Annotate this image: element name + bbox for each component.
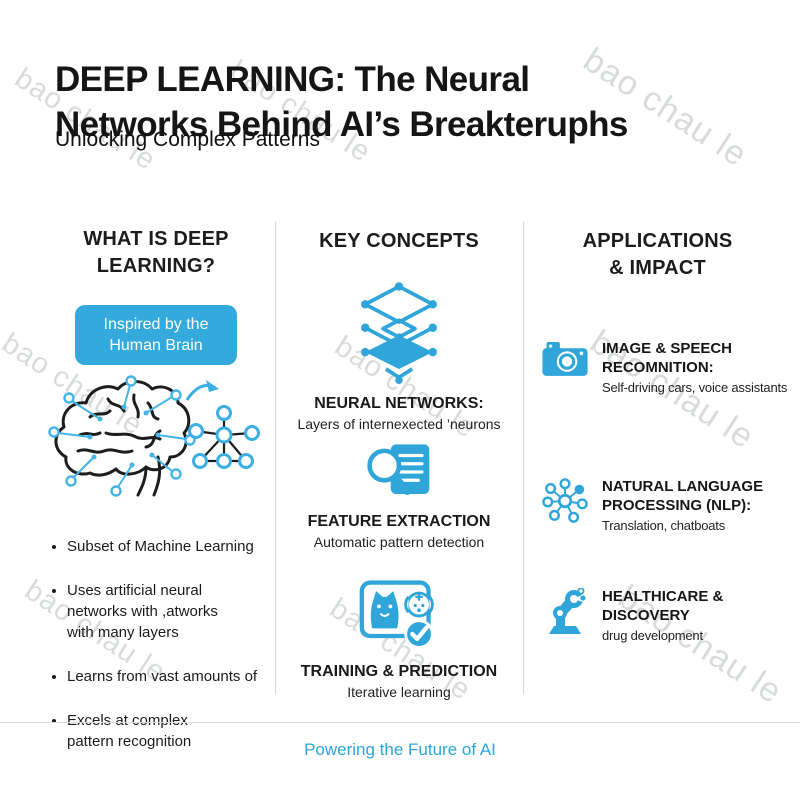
app-desc: Translation, chatboats	[602, 518, 726, 533]
concept-item: NEURAL NETWORKS: Layers of internexected…	[286, 255, 512, 432]
concept-item: TRAINING & PREDICTION Iterative learning	[286, 550, 512, 700]
concept-desc: Automatic pattern detection	[313, 534, 485, 550]
brain-network-illustration	[48, 375, 260, 497]
page-subtitle: Unlocking Complex Patterns	[55, 128, 320, 151]
bullet-item: Uses artificial neural networks with ,at…	[67, 580, 264, 643]
applications-heading: APPLICATIONS & IMPACT	[582, 230, 733, 279]
column-divider	[275, 222, 276, 694]
layers-icon	[361, 282, 437, 384]
concept-title: NEURAL NETWORKS:	[314, 395, 484, 412]
inspired-badge: Inspired by the Human Brain	[75, 305, 237, 365]
arrow-icon	[185, 380, 219, 401]
nlp-network-icon	[542, 478, 588, 523]
key-concepts-heading: KEY CONCEPTS	[319, 230, 479, 252]
app-desc: drug development	[602, 628, 703, 643]
footer-tagline: Powering the Future of AI	[304, 740, 496, 759]
bullet-item: Excels at complex pattern recognition	[67, 710, 264, 752]
column-what-is: WHAT IS DEEP LEARNING? Inspired by the H…	[48, 226, 264, 775]
column-divider	[523, 222, 524, 694]
app-title: IMAGE & SPEECH RECOMNITION:	[602, 340, 733, 376]
concept-title: FEATURE EXTRACTION	[307, 513, 491, 530]
app-title: NATURAL LANGUAGE PROCESSING (NLP):	[602, 478, 764, 514]
column-key-concepts: KEY CONCEPTS NEURAL NETWORKS: Layers of …	[286, 228, 512, 700]
app-desc: Self-driving cars, voice assistants	[602, 380, 788, 395]
bullet-item: Subset of Machine Learning	[67, 536, 264, 557]
app-item: NATURAL LANGUAGE PROCESSING (NLP): Trans…	[541, 478, 763, 533]
concept-desc: Iterative learning	[347, 684, 451, 700]
robot-arm-icon	[549, 588, 589, 634]
what-is-heading: WHAT IS DEEP LEARNING?	[83, 228, 229, 277]
footer-divider	[0, 722, 800, 723]
concept-title: TRAINING & PREDICTION	[300, 663, 498, 680]
app-item: IMAGE & SPEECH RECOMNITION: Self-driving…	[541, 340, 787, 395]
camera-icon	[542, 342, 588, 376]
concept-desc: Layers of internexected ’neurons	[297, 416, 501, 432]
magnifier-document-icon	[367, 444, 430, 495]
concept-item: FEATURE EXTRACTION Automatic pattern det…	[286, 432, 512, 550]
app-title: HEALTHICARE & DISCOVERY	[602, 588, 724, 624]
cat-dog-check-icon	[359, 580, 434, 649]
column-applications: APPLICATIONS & IMPACT IMAGE & SPEECH REC…	[535, 228, 787, 698]
page-title: DEEP LEARNING: The Neural Networks Behin…	[55, 60, 628, 145]
bullet-item: Learns from vast amounts of	[67, 666, 264, 687]
bullet-list: Subset of Machine Learning Uses artifici…	[48, 515, 264, 775]
app-item: HEALTHICARE & DISCOVERY drug development	[541, 588, 723, 643]
